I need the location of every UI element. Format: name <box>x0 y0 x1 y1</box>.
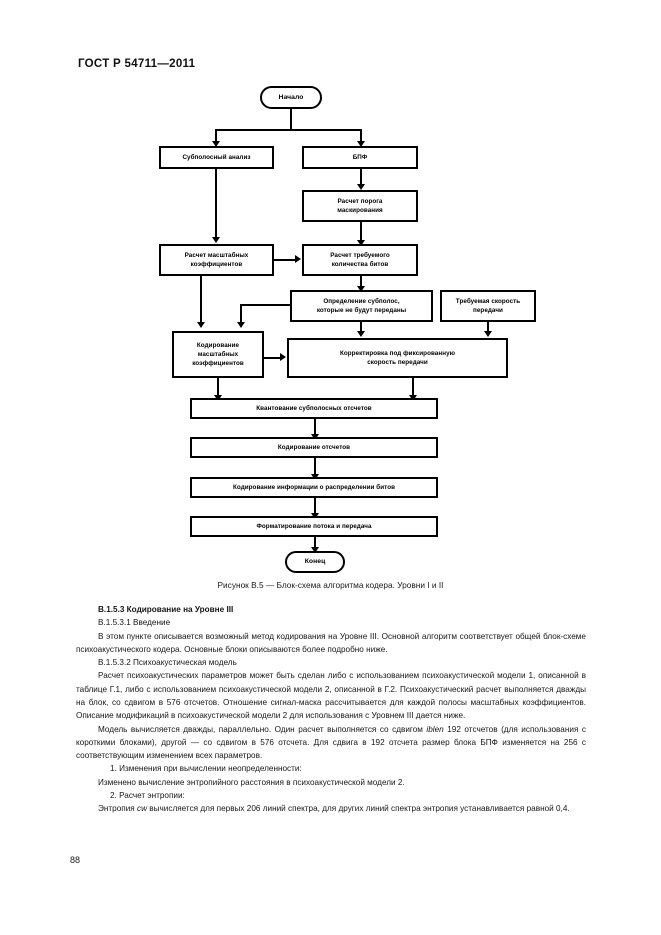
flow-node-masking-threshold-line2: маскирования <box>337 207 383 214</box>
flow-node-end: Конец <box>285 551 345 573</box>
page-number: 88 <box>70 855 81 865</box>
flow-node-required-bits: Расчет требуемого количества битов <box>302 244 418 276</box>
flow-node-start: Начало <box>260 86 322 109</box>
flow-node-scale-factors-line1: Расчет масштабных <box>184 251 249 259</box>
flow-node-encode-bit-allocation: Кодирование информации о распределении б… <box>190 477 438 498</box>
flow-node-scale-factors: Расчет масштабных коэффициентов <box>159 244 274 276</box>
flow-node-encode-scale-factors: Кодирование масштабных коэффициентов <box>172 331 264 378</box>
flow-node-required-bitrate: Требуемая скорость передачи <box>440 290 536 322</box>
subsection-heading-introduction: В.1.5.3.1 Введение <box>98 618 171 628</box>
connector-scalefactors-to-requiredbits <box>274 259 296 261</box>
connector-requiredbits-to-subbandselect <box>360 276 362 288</box>
flow-node-format-stream-label: Форматирование потока и передача <box>256 522 372 530</box>
connector-requiredrate-to-fixedrate <box>487 322 489 332</box>
flow-node-fixed-rate-adjust-line2: скорость передачи <box>367 359 428 366</box>
connector-encodesf-to-quantization <box>217 378 219 397</box>
flow-node-end-label: Конец <box>304 558 326 566</box>
flow-node-quantization: Квантование субполосных отсчетов <box>190 398 438 419</box>
arrowhead-to-masking <box>357 184 365 190</box>
flow-node-masking-threshold-line1: Расчет порога <box>337 197 383 205</box>
connector-scalefactors-to-encode <box>200 276 202 323</box>
flow-node-subband-selection-line2: которые не будут переданы <box>316 307 407 314</box>
connector-masking-to-requiredbits <box>360 222 362 242</box>
flow-node-subband-analysis: Субполосный анализ <box>159 146 274 169</box>
list-item-2-text-pre: Энтропия <box>98 804 137 814</box>
flow-node-encode-scale-factors-line1: Кодирование <box>196 341 240 349</box>
flow-node-required-bitrate-line1: Требуемая скорость <box>455 297 521 305</box>
connector-fixedrate-to-quantization <box>412 378 414 397</box>
paragraph-model-parallel-pre: Модель вычисляется дважды, параллельно. … <box>98 724 427 734</box>
flow-node-subband-selection-line1: Определение субполос, <box>323 297 400 305</box>
connector-split-right-down <box>360 129 362 142</box>
flow-node-required-bits-line2: количества битов <box>331 261 389 268</box>
document-header-standard-id: ГОСТ Р 54711—2011 <box>78 58 196 70</box>
connector-split-left-down <box>215 129 217 142</box>
body-text-block: В.1.5.3 Кодирование на Уровне III В.1.5.… <box>76 603 586 816</box>
connector-bitalloc-to-format <box>314 498 316 515</box>
flow-node-masking-threshold: Расчет порога маскирования <box>302 190 418 222</box>
flow-node-fft-label: БПФ <box>352 153 368 161</box>
arrowhead-to-end <box>311 547 319 553</box>
arrowhead-encodesf-to-fixedrate <box>280 353 286 361</box>
arrowhead-requiredrate-to-fixedrate <box>484 331 492 337</box>
flow-node-scale-factors-line2: коэффициентов <box>190 261 243 268</box>
term-cw: cw <box>136 804 147 814</box>
term-iblen: iblen <box>426 724 444 734</box>
arrowhead-to-subband-analysis <box>212 141 220 147</box>
arrowhead-to-encode-scalefactors <box>197 322 205 328</box>
connector-subbandselect-feedback-horizontal <box>240 304 292 306</box>
arrowhead-scalefactors-to-requiredbits <box>295 255 301 263</box>
section-heading: В.1.5.3 Кодирование на Уровне III <box>98 605 234 614</box>
list-item-2-text: Энтропия cw вычисляется для первых 206 л… <box>76 802 586 815</box>
list-item-2-text-post: вычисляется для первых 206 линий спектра… <box>147 804 570 814</box>
paragraph-model-parallel-post: 192 отсчетов (для использования с коротк… <box>76 724 586 761</box>
list-item-1-text: Изменено вычисление энтропийного расстоя… <box>98 777 405 787</box>
flow-node-encode-scale-factors-line2: масштабных <box>197 350 239 358</box>
flow-node-quantization-label: Квантование субполосных отсчетов <box>256 404 372 412</box>
list-item-1-heading: 1. Изменения при вычислении неопределенн… <box>110 764 302 774</box>
flow-node-subband-analysis-label: Субполосный анализ <box>182 153 251 161</box>
connector-start-down <box>290 109 292 129</box>
flow-node-fixed-rate-adjust: Корректировка под фиксированную скорость… <box>287 338 508 378</box>
connector-subbandselect-to-fixedrate <box>360 322 362 332</box>
flow-node-fft: БПФ <box>302 146 418 169</box>
flow-node-required-bits-line1: Расчет требуемого <box>330 251 390 259</box>
flow-node-fixed-rate-adjust-line1: Корректировка под фиксированную <box>339 349 456 357</box>
flow-node-format-stream: Форматирование потока и передача <box>190 516 438 537</box>
list-item-2-heading: 2. Расчет энтропии: <box>110 790 185 800</box>
arrowhead-to-scalefactors <box>212 237 220 243</box>
connector-format-to-end <box>314 537 316 549</box>
connector-quantization-to-encodesamples <box>314 419 316 436</box>
flow-node-encode-scale-factors-line3: коэффициентов <box>192 360 244 368</box>
flow-node-subband-selection: Определение субполос, которые не будут п… <box>290 290 433 322</box>
encoder-algorithm-flowchart: Начало Субполосный анализ БПФ Расчет пор… <box>159 86 536 573</box>
connector-encodesamples-to-bitalloc <box>314 458 316 476</box>
connector-subband-to-scalefactors <box>215 169 217 239</box>
arrowhead-to-fft <box>357 141 365 147</box>
connector-fft-to-masking <box>360 169 362 186</box>
connector-subbandselect-feedback-vertical <box>240 304 242 323</box>
arrowhead-to-subband-select <box>357 286 365 292</box>
paragraph-model-parallel: Модель вычисляется дважды, параллельно. … <box>76 723 586 763</box>
flow-node-required-bitrate-line2: передачи <box>473 307 503 314</box>
flow-node-encode-samples-label: Кодирование отсчетов <box>277 443 351 451</box>
connector-split-horizontal <box>215 129 362 131</box>
connector-encodesf-to-fixedrate <box>264 357 281 359</box>
arrowhead-subbandselect-to-fixedrate <box>357 331 365 337</box>
flow-node-encode-samples: Кодирование отсчетов <box>190 437 438 458</box>
arrowhead-feedback-to-encode-scalefactors <box>237 322 245 328</box>
flow-node-start-label: Начало <box>278 93 304 101</box>
paragraph-introduction: В этом пункте описывается возможный мето… <box>76 631 586 654</box>
paragraph-psychoacoustic-model: Расчет психоакустических параметров може… <box>76 671 586 721</box>
flow-node-encode-bit-allocation-label: Кодирование информации о распределении б… <box>232 483 396 491</box>
arrowhead-to-requiredbits <box>357 240 365 246</box>
subsection-heading-psychoacoustic-model: В.1.5.3.2 Психоакустическая модель <box>98 658 237 668</box>
figure-caption: Рисунок В.5 — Блок-схема алгоритма кодер… <box>217 580 444 590</box>
